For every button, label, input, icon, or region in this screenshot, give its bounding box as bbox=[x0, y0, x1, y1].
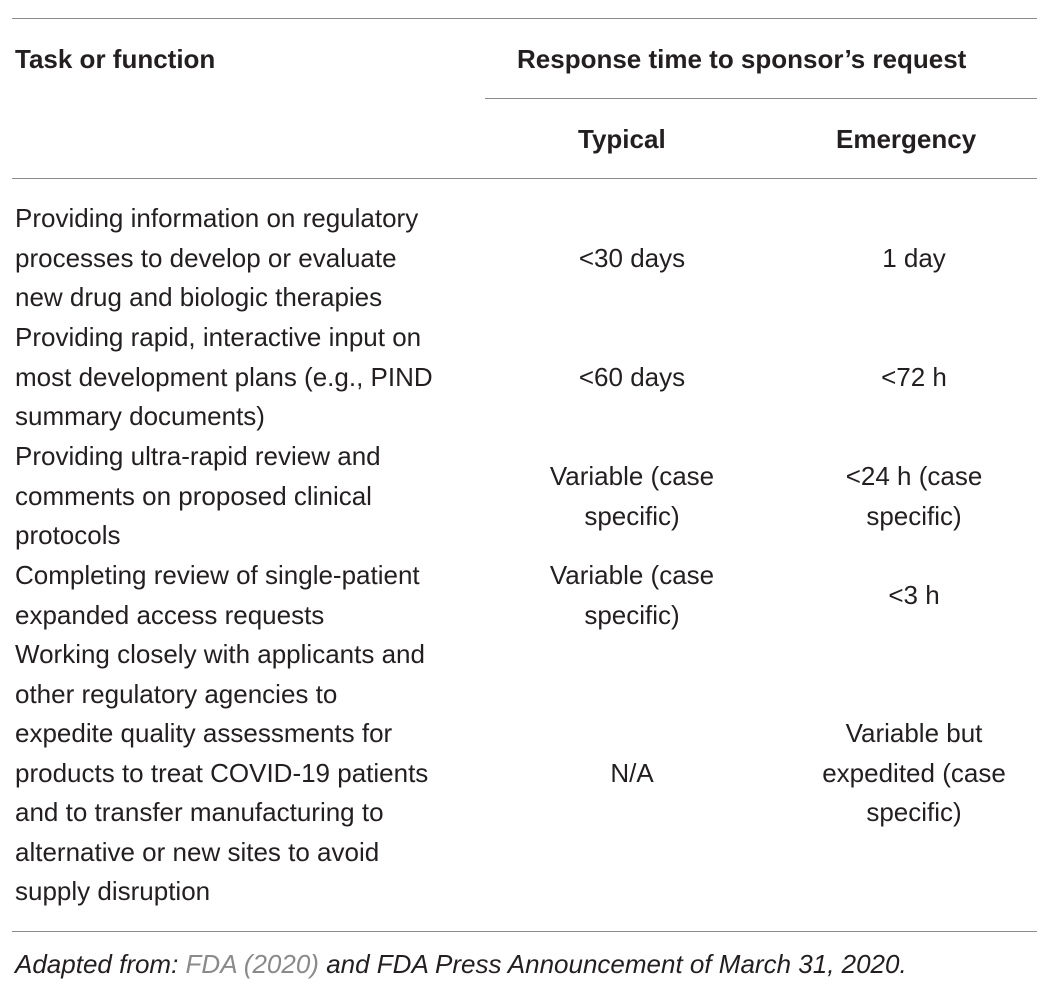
emergency-cell: <24 h (case specific) bbox=[845, 461, 983, 531]
header-typical: Typical bbox=[578, 124, 666, 154]
task-cell: Providing rapid, interactive input on mo… bbox=[15, 322, 433, 431]
top-rule bbox=[12, 18, 1037, 19]
header-emergency: Emergency bbox=[836, 124, 977, 154]
footnote: Adapted from: FDA (2020) and FDA Press A… bbox=[15, 946, 907, 982]
emergency-cell: 1 day bbox=[882, 242, 946, 273]
typical-cell: Variable (case specific) bbox=[549, 461, 715, 531]
emergency-cell: Variable but expedited (case specific) bbox=[822, 718, 1006, 828]
emergency-cell: <3 h bbox=[888, 579, 940, 610]
typical-cell: N/A bbox=[610, 757, 654, 788]
emergency-cell: <72 h bbox=[881, 361, 947, 392]
bottom-rule bbox=[12, 931, 1037, 932]
typical-cell: <60 days bbox=[578, 361, 686, 392]
header-bottom-rule bbox=[12, 178, 1037, 179]
typical-cell: <30 days bbox=[578, 242, 686, 273]
header-task: Task or function bbox=[15, 44, 216, 74]
task-cell: Working closely with applicants and othe… bbox=[15, 639, 429, 906]
task-cell: Providing information on regulatory proc… bbox=[15, 203, 419, 312]
footnote-citation-link[interactable]: FDA (2020) bbox=[185, 949, 319, 979]
typical-cell: Variable (case specific) bbox=[549, 560, 715, 630]
footnote-suffix: and FDA Press Announcement of March 31, … bbox=[318, 949, 907, 979]
header-sub-rule bbox=[485, 98, 1037, 99]
header-response-time: Response time to sponsor’s request bbox=[517, 44, 967, 74]
task-cell: Providing ultra-rapid review and comment… bbox=[15, 441, 381, 550]
footnote-prefix: Adapted from: bbox=[15, 949, 186, 979]
task-cell: Completing review of single-patient expa… bbox=[15, 560, 420, 630]
